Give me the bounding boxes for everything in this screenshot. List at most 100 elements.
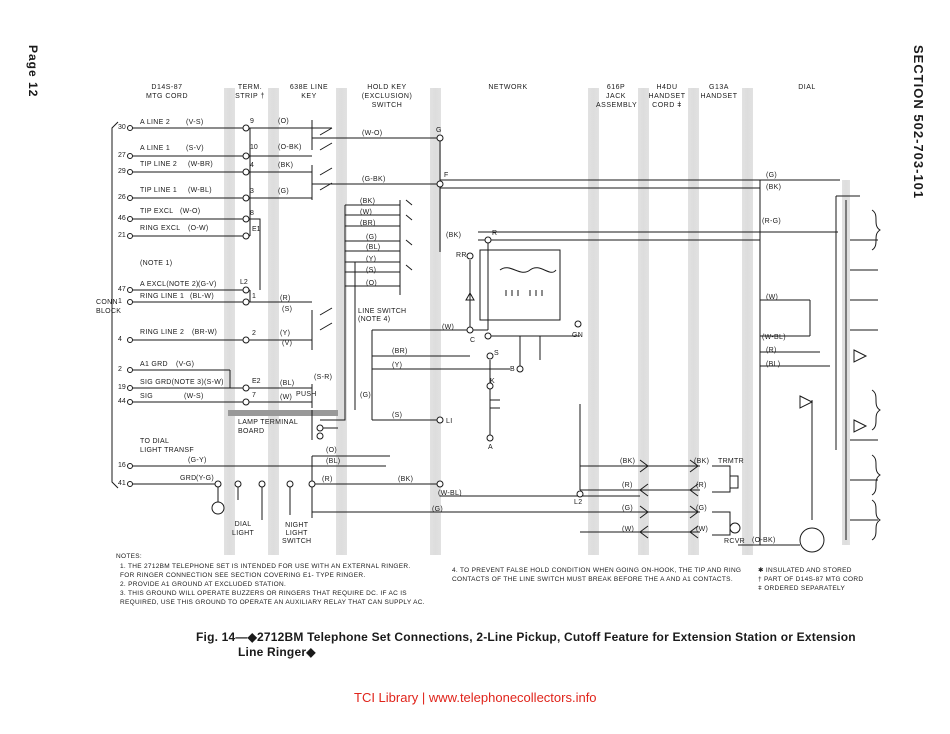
term-color: (V-S) xyxy=(186,119,204,126)
terminal-label-l2: L2 xyxy=(574,499,583,506)
wire-code: (BL) xyxy=(766,361,781,368)
wire-code: (W-BL) xyxy=(762,334,786,341)
wire-code: (Y) xyxy=(366,256,377,263)
wire-code: (W) xyxy=(766,294,779,301)
term-label: TIP LINE 2 xyxy=(140,161,178,168)
column-divider-band xyxy=(638,88,649,555)
column-divider-band xyxy=(688,88,699,555)
term-label: A EXCL(NOTE 2) xyxy=(140,281,199,288)
wire-code: (BK) xyxy=(694,458,710,465)
strip-number: 9 xyxy=(250,118,254,125)
term-number: 30 xyxy=(118,124,126,131)
conn-block-label: CONN BLOCK xyxy=(96,299,122,315)
figure-caption: Fig. 14—◆2712BM Telephone Set Connection… xyxy=(196,630,856,644)
key-wire-color: (BK) xyxy=(278,162,294,169)
terminal-label-rr: RR xyxy=(456,252,467,259)
notes-middle: 4. TO PREVENT FALSE HOLD CONDITION WHEN … xyxy=(452,567,742,583)
term-number: 44 xyxy=(118,398,126,405)
terminal-label-gn: GN xyxy=(572,332,584,339)
strip-number: E2 xyxy=(252,378,261,385)
strip-number: 7 xyxy=(252,392,256,399)
wire-code: (G) xyxy=(696,505,708,512)
wire-code: (G-BK) xyxy=(362,176,386,183)
term-number: 2 xyxy=(118,366,122,373)
key-wire-color: (R) xyxy=(280,295,291,302)
wire-code: (S) xyxy=(392,412,403,419)
wire-code: (V) xyxy=(282,340,293,347)
term-label: A1 GRD xyxy=(140,361,168,368)
column-header-network: NETWORK xyxy=(488,84,528,91)
wire-code: (BR) xyxy=(392,348,408,355)
term-color: (V-G) xyxy=(176,361,195,368)
column-header-hold-key: HOLD KEY (EXCLUSION) SWITCH xyxy=(361,84,413,109)
term-label: SIG GRD(NOTE 3) xyxy=(140,379,205,386)
key-wire-color: (G) xyxy=(278,188,290,195)
figure-caption-line-2: Line Ringer◆ xyxy=(238,645,316,659)
term-color: (G-Y) xyxy=(188,457,207,464)
line-switch-label: LINE SWITCH (NOTE 4) xyxy=(358,308,407,323)
column-header-handset-cord: H4DU HANDSET CORD ǂ xyxy=(648,84,686,109)
wire-code: (Y) xyxy=(392,362,403,369)
section-label: SECTION 502-703-101 xyxy=(911,45,926,200)
key-wire-color: (Y) xyxy=(280,330,291,337)
wire-code: (G) xyxy=(766,172,778,179)
column-divider-band xyxy=(224,88,235,555)
column-header-line-key: 638E LINE KEY xyxy=(289,84,329,100)
wire-code: (R) xyxy=(622,482,633,489)
to-dial-light-label: TO DIAL LIGHT TRANSF xyxy=(140,438,194,454)
strip-number: 4 xyxy=(250,162,254,169)
terminal-label-c: C xyxy=(470,337,476,344)
wire-code: (R) xyxy=(766,347,777,354)
key-wire-color: (O) xyxy=(278,118,290,125)
wire-code: (S-R) xyxy=(314,374,333,381)
wire-code: (W) xyxy=(696,526,709,533)
wire-code: (S) xyxy=(282,306,293,313)
wire-code: (BK) xyxy=(398,476,414,483)
terminal-label-k: K xyxy=(490,378,495,385)
term-number: 16 xyxy=(118,462,126,469)
term-color: (S-V) xyxy=(186,145,204,152)
wire-code: (W) xyxy=(360,209,373,216)
wire-code: (W) xyxy=(442,324,455,331)
term-color: (W-BR) xyxy=(188,161,213,168)
term-label: RING LINE 2 xyxy=(140,329,185,336)
strip-number: L2 xyxy=(240,279,248,286)
term-number: 19 xyxy=(118,384,126,391)
column-header-jack: 616P JACK ASSEMBLY xyxy=(596,84,638,109)
strip-number: 2 xyxy=(252,330,256,337)
wire-code: (BL) xyxy=(326,458,341,465)
column-header-dial: DIAL xyxy=(798,84,816,91)
term-label: GRD xyxy=(180,475,197,482)
term-number: 41 xyxy=(118,480,126,487)
wire-code: (BR) xyxy=(360,220,376,227)
term-number: 4 xyxy=(118,336,122,343)
wire-code: (G) xyxy=(360,392,372,399)
term-number: 46 xyxy=(118,215,126,222)
push-label: PUSH xyxy=(296,391,317,398)
transmitter-label: TRMTR xyxy=(718,458,744,465)
terminal-label-a: A xyxy=(488,444,493,451)
wire-code: (G) xyxy=(432,506,444,513)
term-number: 1 xyxy=(118,298,122,305)
wire-code: (W-O) xyxy=(362,130,383,137)
receiver-label: RCVR xyxy=(724,538,746,545)
footer-library-link[interactable]: TCI Library | www.telephonecollectors.in… xyxy=(354,690,597,705)
term-label: A LINE 1 xyxy=(140,145,171,152)
column-divider-band xyxy=(588,88,599,555)
key-wire-color: (W) xyxy=(280,394,293,401)
wire-code: (BK) xyxy=(620,458,636,465)
term-label: TIP LINE 1 xyxy=(140,187,178,194)
wire-code: (W-BL) xyxy=(438,490,462,497)
term-number: 21 xyxy=(118,232,126,239)
term-label: RING EXCL xyxy=(140,225,181,232)
column-divider-band xyxy=(742,88,753,555)
term-color: (W-O) xyxy=(180,208,201,215)
terminal-label-li: LI xyxy=(446,418,453,425)
wire-code: (W) xyxy=(622,526,635,533)
term-label: A LINE 2 xyxy=(140,119,171,126)
term-color: (BL-W) xyxy=(190,293,214,300)
wire-code: (O) xyxy=(326,447,338,454)
term-number: 26 xyxy=(118,194,126,201)
wire-code: (R-G) xyxy=(762,218,781,225)
terminal-label-f: F xyxy=(444,172,449,179)
